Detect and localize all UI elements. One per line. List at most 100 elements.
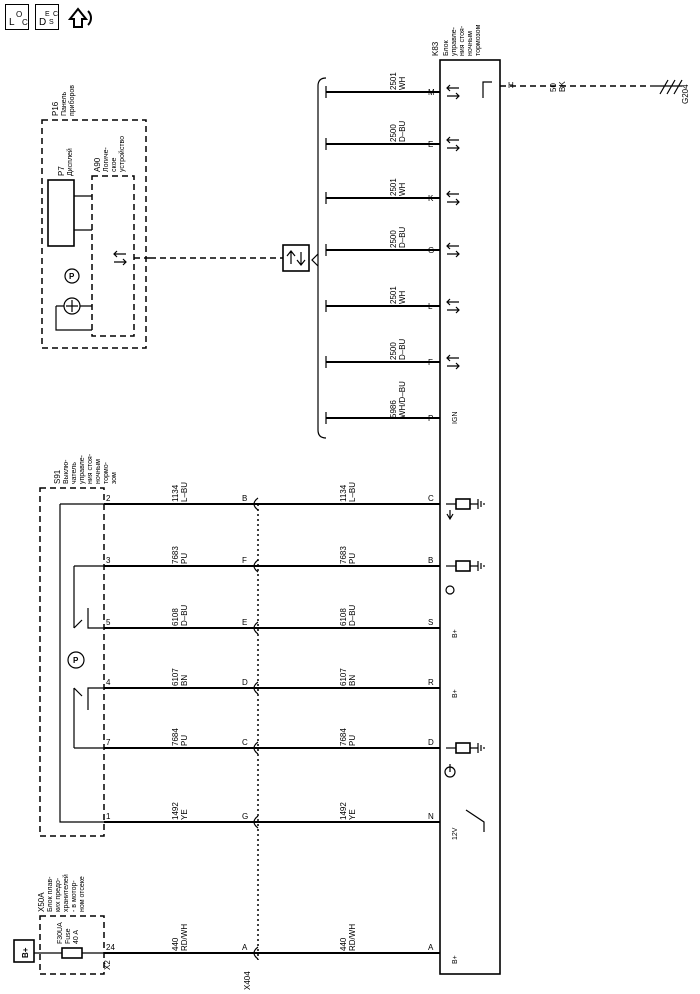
svg-text:1492: 1492 [171,802,180,820]
svg-text:12V: 12V [452,827,459,840]
x404-label: X404 [243,971,252,990]
ground-g204-symbol [650,79,683,95]
svg-text:M: M [428,88,435,97]
svg-text:F30UA: F30UA [57,922,64,944]
power-hand-icon[interactable] [66,5,94,31]
svg-text:B: B [428,556,433,565]
fuse-f30ua [61,947,83,959]
svg-text:7683: 7683 [339,546,348,564]
description-icon[interactable]: D E S C [35,4,59,30]
k83-name: K83 [431,41,440,56]
svg-text:50: 50 [549,83,558,92]
svg-text:P: P [428,414,433,423]
svg-text:RD/WH: RD/WH [180,924,189,951]
svg-text:5: 5 [106,618,111,627]
svg-text:Дисплей: Дисплей [66,148,74,176]
svg-text:PU: PU [180,553,189,564]
g204-label: G204 [681,84,690,104]
svg-text:24: 24 [106,943,115,952]
svg-text:ния стоя-: ния стоя- [87,453,94,484]
svg-text:3: 3 [106,556,111,565]
svg-text:7683: 7683 [171,546,180,564]
p16-instrument-panel [41,119,147,349]
svg-text:ких предо-: ких предо- [55,877,62,912]
svg-text:B+: B+ [452,955,459,964]
svg-text:F: F [242,556,247,565]
svg-text:E: E [242,618,247,627]
svg-text:4: 4 [106,678,111,687]
svg-text:7684: 7684 [339,728,348,746]
svg-text:управле-: управле- [79,454,86,484]
svg-text:440: 440 [339,937,348,951]
svg-text:L–BU: L–BU [180,482,189,502]
svg-text:D–BU: D–BU [398,120,407,142]
svg-text:L–BU: L–BU [348,482,357,502]
svg-text:Выклю-: Выклю- [63,459,70,484]
svg-text:R: R [428,678,434,687]
svg-text:WH: WH [398,76,407,90]
svg-text:2501: 2501 [389,72,398,90]
svg-text:6107: 6107 [171,668,180,686]
x50a-fuse-block [39,915,105,975]
a90-logic-device [91,175,135,337]
svg-text:ское: ское [111,157,118,172]
svg-text:2501: 2501 [389,286,398,304]
svg-text:зом: зом [111,472,118,484]
svg-text:B+: B+ [21,947,30,958]
svg-text:A: A [428,943,434,952]
x50a-name: X50A [37,892,46,912]
svg-text:5986: 5986 [389,400,398,418]
svg-text:B+: B+ [452,689,459,698]
svg-text:A: A [242,943,248,952]
p16-name: P16 [51,101,60,116]
svg-text:BK: BK [558,81,567,92]
svg-text:приборов: приборов [68,85,76,116]
svg-text:440: 440 [171,937,180,951]
svg-text:D–BU: D–BU [398,226,407,248]
svg-text:G: G [428,246,434,255]
ground-pin-h-symbol [482,81,492,98]
svg-text:7: 7 [106,738,111,747]
svg-text:D: D [428,738,434,747]
svg-text:2500: 2500 [389,124,398,142]
svg-text:PU: PU [348,553,357,564]
svg-text:7684: 7684 [171,728,180,746]
svg-text:6107: 6107 [339,668,348,686]
bus-bracket [317,77,327,439]
svg-text:P: P [73,656,79,665]
svg-text:1134: 1134 [171,484,180,502]
svg-text:S: S [428,618,433,627]
svg-text:устройство: устройство [118,136,126,172]
svg-text:D–BU: D–BU [398,338,407,360]
location-icon[interactable]: L O C [5,4,29,30]
svg-text:L: L [428,302,433,311]
battery-plus-box [13,939,35,963]
pin-h: H [508,81,514,90]
svg-text:6108: 6108 [339,608,348,626]
svg-text:P: P [69,272,75,281]
svg-text:D: D [242,678,248,687]
svg-text:BN: BN [180,675,189,686]
s91-name: S91 [53,469,62,484]
svg-text:BN: BN [348,675,357,686]
svg-text:E: E [428,140,433,149]
svg-text:2500: 2500 [389,342,398,360]
svg-text:Блок плав-: Блок плав- [47,876,54,912]
s91-p-icon [67,651,85,669]
svg-text:N: N [428,812,434,821]
svg-text:IGN: IGN [452,412,459,424]
svg-text:чатель: чатель [71,462,78,484]
svg-text:1134: 1134 [339,484,348,502]
svg-text:C: C [242,738,248,747]
